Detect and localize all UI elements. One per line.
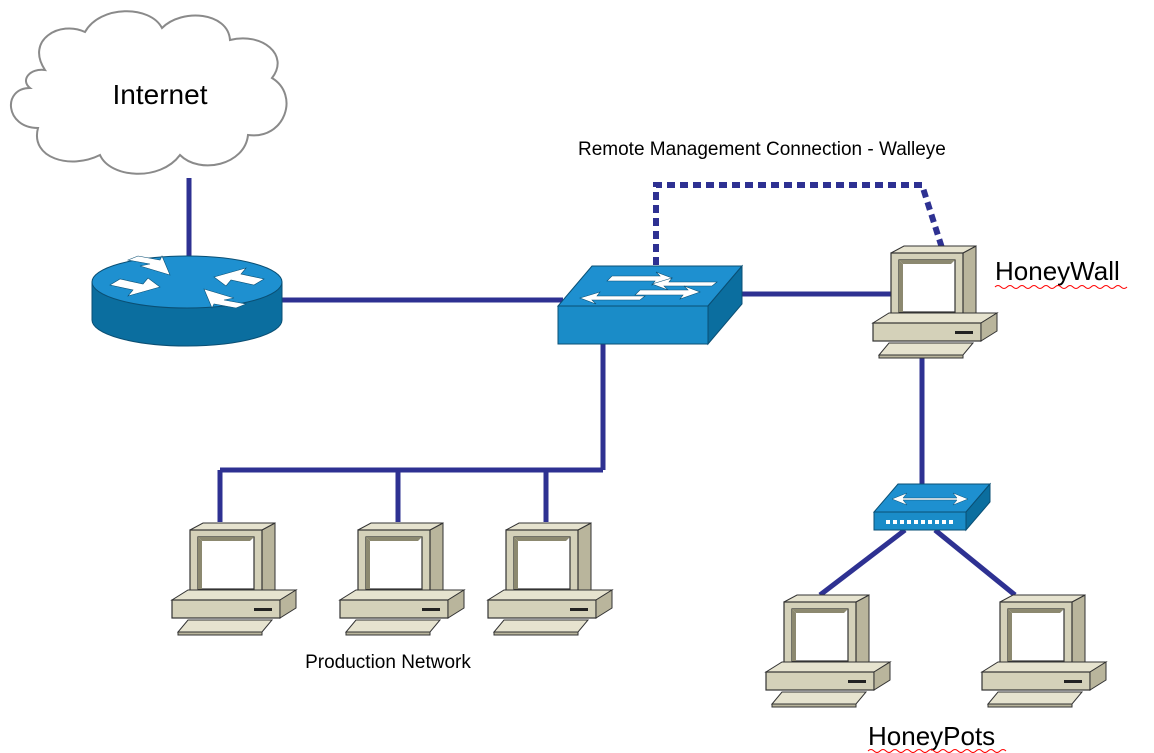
remote-management-label: Remote Management Connection - Walleye [578,139,946,160]
network-links [186,178,1017,597]
cloud-icon [9,10,288,175]
production-computer-2-icon [339,522,465,636]
honeypots-label: HoneyPots [868,721,995,751]
honeypot-computer-1-icon [765,594,891,708]
internet-label: Internet [113,79,208,110]
switch-icon [556,264,744,346]
honeywall-computer-icon [872,245,998,359]
spellcheck-underline [994,285,1128,289]
remote-management-link [653,182,945,265]
production-computer-3-icon [487,522,613,636]
production-network-label: Production Network [305,652,471,673]
hub-icon [872,482,992,532]
honeypot-computer-2-icon [981,594,1107,708]
router-icon [91,255,283,347]
honeywall-label: HoneyWall [995,256,1120,286]
production-computer-1-icon [171,522,297,636]
